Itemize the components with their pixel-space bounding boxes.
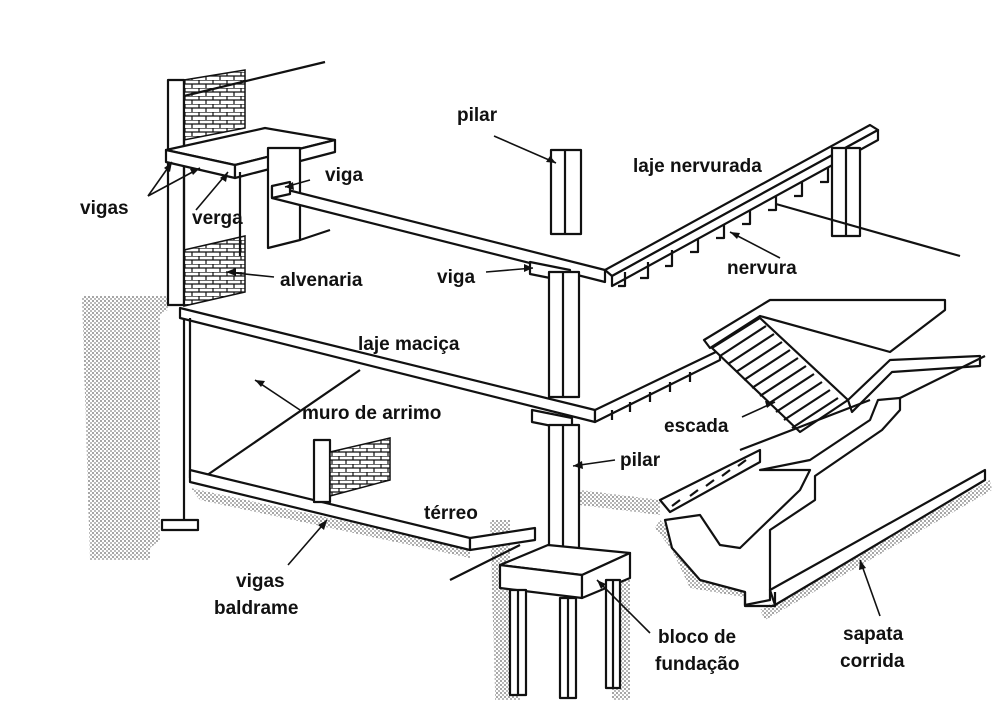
lower-pillar [530,408,581,567]
ground-soil [82,296,992,700]
label-alvenaria: alvenaria [280,270,363,291]
label-terreo: térreo [424,503,478,524]
upper-floor-beam [270,180,607,284]
label-laje-nervurada: laje nervurada [633,156,762,177]
lower-alvenaria [312,437,391,504]
label-pilar-top: pilar [457,105,498,126]
label-escada: escada [664,416,729,437]
label-vigas-baldrame-1: vigas [236,571,285,592]
laje-nervurada [603,123,961,288]
label-viga-mid: viga [437,267,475,288]
label-vigas: vigas [80,198,129,219]
bloco-de-fundacao [498,543,632,700]
terreo-ground-slab [188,468,537,581]
label-sapata-2: corrida [840,651,905,672]
sapata-corrida [663,355,987,608]
laje-macica [160,306,722,532]
label-muro-de-arrimo: muro de arrimo [302,403,441,424]
main-pillar [528,260,581,399]
label-viga-top: viga [325,165,363,186]
leader-lines [147,135,881,634]
label-pilar-mid: pilar [620,450,661,471]
label-bloco-2: fundação [655,654,739,675]
label-laje-macica: laje maciça [358,334,460,355]
escada-staircase [658,298,982,514]
label-bloco-1: bloco de [658,627,736,648]
label-verga: verga [192,208,243,229]
label-sapata-1: sapata [843,624,904,645]
upper-pillar [549,148,583,236]
verga-window [164,126,337,256]
left-wall-alvenaria [166,60,326,307]
label-nervura: nervura [727,258,797,279]
label-vigas-baldrame-2: baldrame [214,598,298,619]
